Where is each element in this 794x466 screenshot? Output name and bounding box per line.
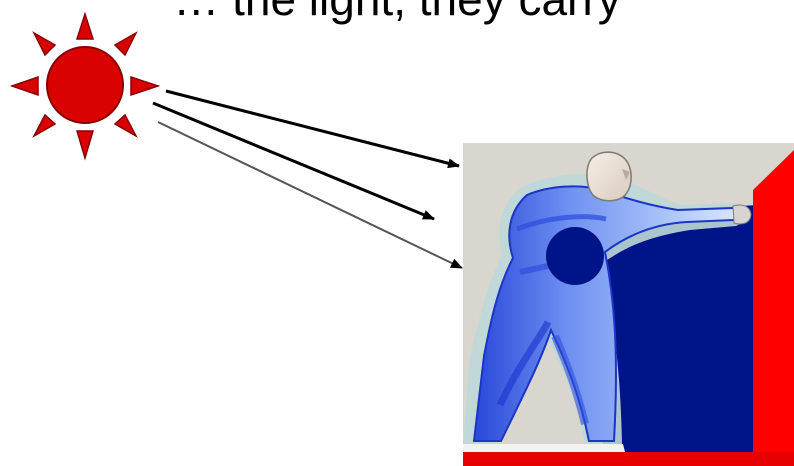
person-pushing-wall-clipart	[463, 143, 794, 466]
light-ray-arrow-1	[166, 91, 459, 166]
sun-icon	[12, 14, 158, 158]
light-ray-arrow-2	[153, 103, 434, 219]
light-ray-arrow-3	[158, 122, 462, 268]
